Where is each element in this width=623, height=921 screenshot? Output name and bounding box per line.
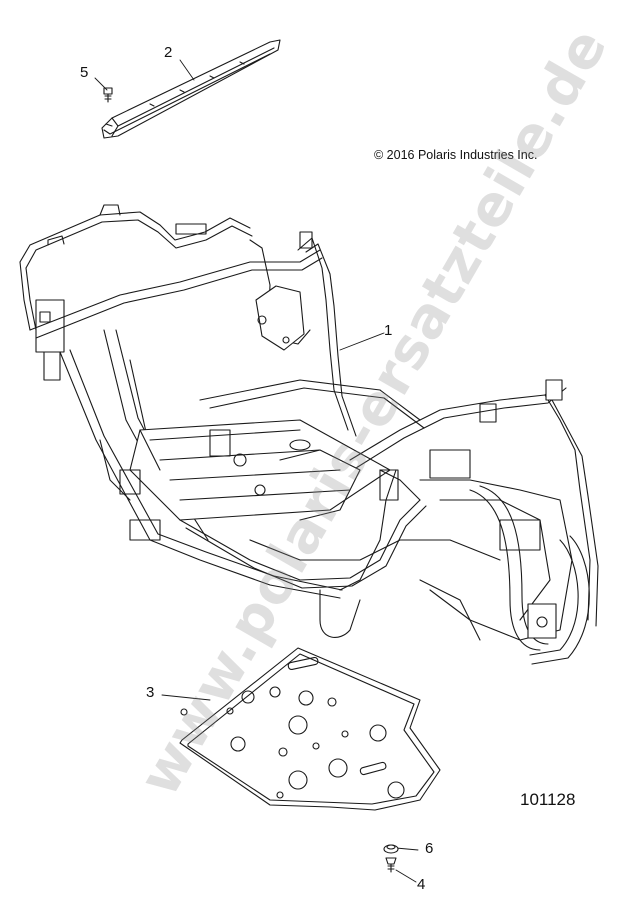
part-3-skid-plate (179, 647, 441, 811)
callout-5: 5 (80, 64, 89, 81)
callout-6: 6 (425, 840, 434, 857)
callout-3: 3 (146, 684, 155, 701)
part-1-main-frame (19, 204, 599, 665)
part-2-rail (101, 39, 281, 139)
part-4-bolt (385, 857, 397, 873)
copyright-text: © 2016 Polaris Industries Inc. (374, 148, 538, 162)
diagram-id: 101128 (520, 790, 576, 809)
part-6-nut (383, 844, 399, 854)
leader-lines (94, 59, 419, 883)
callout-1: 1 (384, 322, 393, 339)
part-5-bolt (103, 87, 113, 103)
callout-4: 4 (417, 876, 426, 893)
callout-2: 2 (164, 44, 173, 61)
